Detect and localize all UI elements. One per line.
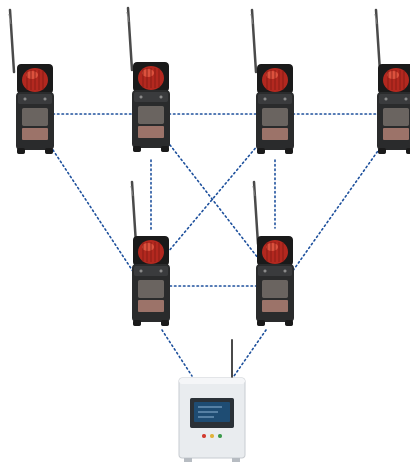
detector-label bbox=[383, 128, 409, 140]
indicator-dot bbox=[404, 97, 408, 101]
detector-top-band bbox=[134, 266, 168, 276]
antenna-highlight bbox=[8, 13, 12, 25]
detector-top-band bbox=[258, 266, 292, 276]
link-node-1-to-node-5 bbox=[52, 149, 137, 277]
antenna bbox=[8, 8, 16, 74]
detector-foot bbox=[406, 148, 410, 154]
detector-display bbox=[138, 106, 164, 124]
link-node-4-to-node-6 bbox=[291, 147, 381, 273]
detector-display bbox=[138, 280, 164, 298]
detector-dome-highlight bbox=[266, 71, 278, 79]
detector-foot bbox=[133, 146, 141, 152]
antenna bbox=[126, 6, 134, 72]
detector-dome-highlight bbox=[387, 71, 399, 79]
detector-top-band bbox=[134, 92, 168, 102]
indicator-dot bbox=[159, 95, 163, 99]
status-light bbox=[210, 434, 214, 438]
detector-foot bbox=[133, 320, 141, 326]
detector-label bbox=[262, 128, 288, 140]
links-layer bbox=[52, 113, 381, 377]
link-node-5-to-controller bbox=[161, 329, 193, 377]
node-5-gas-detector-icon bbox=[130, 180, 170, 326]
controller-top bbox=[179, 378, 245, 384]
node-3-gas-detector-icon bbox=[250, 8, 294, 154]
antenna-highlight bbox=[250, 13, 254, 25]
detector-foot bbox=[285, 320, 293, 326]
link-node-2-to-node-6 bbox=[169, 144, 259, 259]
detector-foot bbox=[257, 148, 265, 154]
link-node-6-to-controller bbox=[233, 329, 267, 377]
indicator-dot bbox=[263, 269, 267, 273]
controller-foot bbox=[184, 458, 192, 462]
detector-top-band bbox=[258, 94, 292, 104]
detector-label bbox=[262, 300, 288, 312]
detector-foot bbox=[45, 148, 53, 154]
detector-foot bbox=[17, 148, 25, 154]
indicator-dot bbox=[23, 97, 27, 101]
link-node-3-to-node-5 bbox=[167, 144, 259, 253]
indicator-dot bbox=[263, 97, 267, 101]
antenna bbox=[130, 180, 138, 246]
detector-dome-highlight bbox=[142, 69, 154, 77]
detector-foot bbox=[378, 148, 386, 154]
detector-label bbox=[138, 126, 164, 138]
antenna bbox=[250, 8, 258, 74]
indicator-dot bbox=[283, 269, 287, 273]
nodes-layer bbox=[8, 6, 410, 462]
antenna-highlight bbox=[130, 185, 134, 197]
detector-label bbox=[22, 128, 48, 140]
indicator-dot bbox=[384, 97, 388, 101]
indicator-dot bbox=[139, 95, 143, 99]
detector-dome-highlight bbox=[142, 243, 154, 251]
detector-display bbox=[262, 280, 288, 298]
node-1-gas-detector-icon bbox=[8, 8, 54, 154]
detector-top-band bbox=[379, 94, 410, 104]
node-4-gas-detector-icon bbox=[374, 8, 410, 154]
detector-dome-highlight bbox=[26, 71, 38, 79]
controller-base-controller-icon bbox=[178, 339, 246, 462]
detector-display bbox=[262, 108, 288, 126]
antenna bbox=[374, 8, 382, 74]
indicator-dot bbox=[43, 97, 47, 101]
controller-foot bbox=[232, 458, 240, 462]
antenna-highlight bbox=[374, 13, 378, 25]
detector-dome-highlight bbox=[266, 243, 278, 251]
detector-label bbox=[138, 300, 164, 312]
status-light bbox=[202, 434, 206, 438]
indicator-dot bbox=[283, 97, 287, 101]
node-2-gas-detector-icon bbox=[126, 6, 170, 152]
status-light bbox=[218, 434, 222, 438]
node-6-gas-detector-icon bbox=[252, 180, 294, 326]
detector-foot bbox=[161, 146, 169, 152]
detector-foot bbox=[161, 320, 169, 326]
detector-display bbox=[383, 108, 409, 126]
detector-foot bbox=[257, 320, 265, 326]
antenna bbox=[252, 180, 260, 246]
detector-top-band bbox=[18, 94, 52, 104]
detector-display bbox=[22, 108, 48, 126]
antenna-highlight bbox=[252, 185, 256, 197]
indicator-dot bbox=[159, 269, 163, 273]
antenna-highlight bbox=[126, 11, 130, 23]
indicator-dot bbox=[139, 269, 143, 273]
detector-foot bbox=[285, 148, 293, 154]
